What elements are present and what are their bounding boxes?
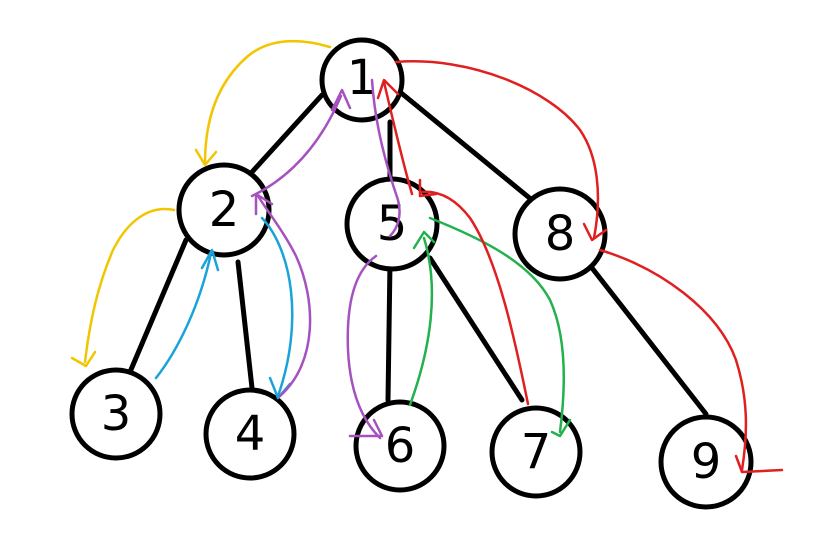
green-arrowhead-5	[412, 230, 436, 250]
green-arrow-5-to-7	[428, 216, 565, 434]
tree-edges	[127, 89, 709, 417]
green-arrowhead-7	[550, 418, 572, 438]
edge-2-3	[127, 237, 189, 375]
traversal-arrows	[70, 39, 784, 474]
green-arrow-6-to-5	[408, 236, 434, 407]
node-4: 4	[203, 387, 297, 481]
blue-arrow-2-to-4	[260, 216, 294, 398]
red-arrowhead-5	[418, 178, 438, 198]
node-3-circle	[69, 367, 163, 461]
node-2: 2	[176, 162, 272, 258]
blue-arrowhead-2	[200, 248, 220, 272]
edge-2-4	[235, 259, 255, 391]
node-9: 9	[658, 414, 754, 510]
purple-arrowhead-1	[330, 88, 352, 112]
node-5-label: 5	[377, 196, 408, 252]
node-2-label: 2	[209, 182, 240, 238]
node-3: 3	[69, 367, 163, 461]
red-arrowhead-9	[734, 454, 784, 474]
edge-1-2	[249, 92, 325, 175]
node-6-circle	[353, 399, 447, 493]
node-6: 6	[353, 399, 447, 493]
yellow-arrowhead-2	[194, 148, 218, 167]
node-7-label: 7	[521, 424, 552, 480]
yellow-arrow-1-to-2	[203, 39, 332, 165]
purple-arrowhead-6	[348, 418, 384, 438]
node-2-circle	[176, 162, 272, 258]
tree-nodes: 1 2 5 8 3 4 6 7	[69, 37, 754, 510]
node-1: 1	[319, 37, 405, 123]
red-arrowhead-1	[376, 78, 400, 100]
node-4-circle	[203, 387, 297, 481]
node-4-label: 4	[235, 406, 266, 462]
node-9-label: 9	[691, 434, 722, 490]
node-8-label: 8	[545, 206, 576, 262]
purple-arrow-2-to-1	[250, 94, 343, 198]
node-9-circle	[658, 414, 754, 510]
node-6-label: 6	[385, 418, 416, 474]
node-7-circle	[489, 405, 583, 499]
node-1-circle	[319, 37, 405, 123]
purple-arrow-1-to-5	[370, 78, 401, 238]
red-arrow-5-to-1	[382, 80, 414, 196]
edge-1-8	[397, 89, 535, 203]
red-arrow-1-to-8	[394, 60, 600, 240]
blue-arrow-3-to-2	[154, 251, 213, 380]
yellow-arrow-2-to-3	[83, 207, 176, 364]
edge-8-9	[589, 265, 709, 417]
purple-arrow-4-to-2	[256, 194, 312, 398]
node-8: 8	[512, 186, 608, 282]
node-7: 7	[489, 405, 583, 499]
edge-5-7	[427, 255, 525, 403]
node-3-label: 3	[101, 386, 132, 442]
node-8-circle	[512, 186, 608, 282]
edge-5-6	[385, 259, 393, 403]
red-arrow-7-to-5	[418, 190, 530, 406]
red-arrow-8-to-9	[598, 248, 748, 472]
node-1-label: 1	[347, 50, 378, 106]
purple-arrow-5-to-6	[346, 254, 382, 440]
yellow-arrowhead-3	[70, 350, 97, 368]
red-arrowhead-8	[582, 222, 608, 242]
